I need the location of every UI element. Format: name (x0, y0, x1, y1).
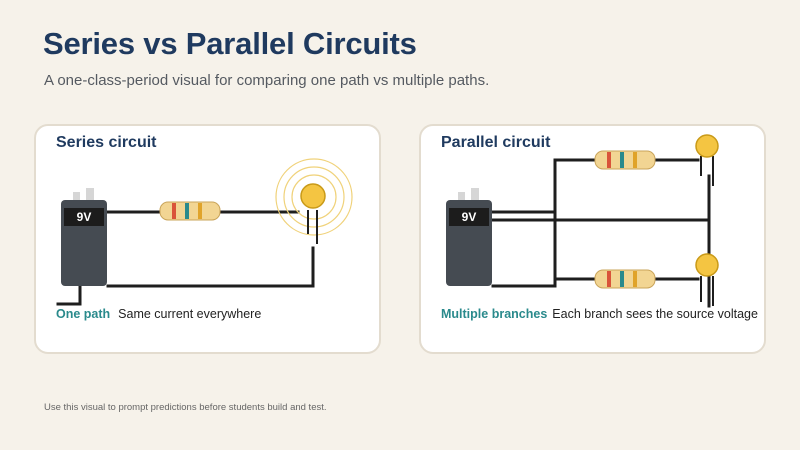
series-caption: One path Same current everywhere (56, 307, 261, 321)
series-resistor-band (198, 203, 202, 219)
parallel-caption-text: Each branch sees the source voltage (552, 307, 758, 321)
parallel-bulb-lower (695, 253, 719, 306)
parallel-circuit-card: Parallel circuit (419, 124, 766, 354)
series-caption-key: One path (56, 307, 111, 321)
series-wire-lead (56, 284, 82, 306)
parallel-card-title: Parallel circuit (441, 134, 551, 151)
page-subtitle: A one-class-period visual for comparing … (44, 72, 490, 89)
parallel-bulb-upper (695, 134, 719, 186)
parallel-resistor-band (620, 271, 624, 287)
series-circuit-card: Series circuit (34, 124, 381, 354)
parallel-resistor-lower (594, 269, 656, 289)
parallel-battery: 9V (446, 188, 492, 286)
parallel-caption: Multiple branches Each branch sees the so… (441, 307, 758, 321)
parallel-circuit-diagram: 9V (446, 134, 719, 308)
parallel-resistor-band (607, 152, 611, 168)
series-card-title: Series circuit (56, 134, 157, 151)
parallel-resistor-band (620, 152, 624, 168)
series-resistor-band (185, 203, 189, 219)
series-caption-text: Same current everywhere (118, 307, 262, 321)
parallel-resistor-band (633, 152, 637, 168)
series-circuit-diagram: 9V (56, 158, 353, 306)
page-title: Series vs Parallel Circuits (43, 26, 417, 61)
series-resistor (159, 201, 221, 221)
series-bulb (300, 183, 326, 244)
series-battery-label: 9V (77, 210, 92, 224)
parallel-battery-label: 9V (462, 210, 477, 224)
series-resistor-band (172, 203, 176, 219)
series-bulb-glow (275, 158, 353, 236)
parallel-resistor-upper (594, 150, 656, 170)
parallel-resistor-band (607, 271, 611, 287)
series-wire-bottom (106, 246, 315, 288)
footer-note: Use this visual to prompt predictions be… (44, 402, 327, 413)
parallel-caption-key: Multiple branches (441, 307, 548, 321)
series-battery: 9V (61, 188, 107, 286)
parallel-resistor-band (633, 271, 637, 287)
